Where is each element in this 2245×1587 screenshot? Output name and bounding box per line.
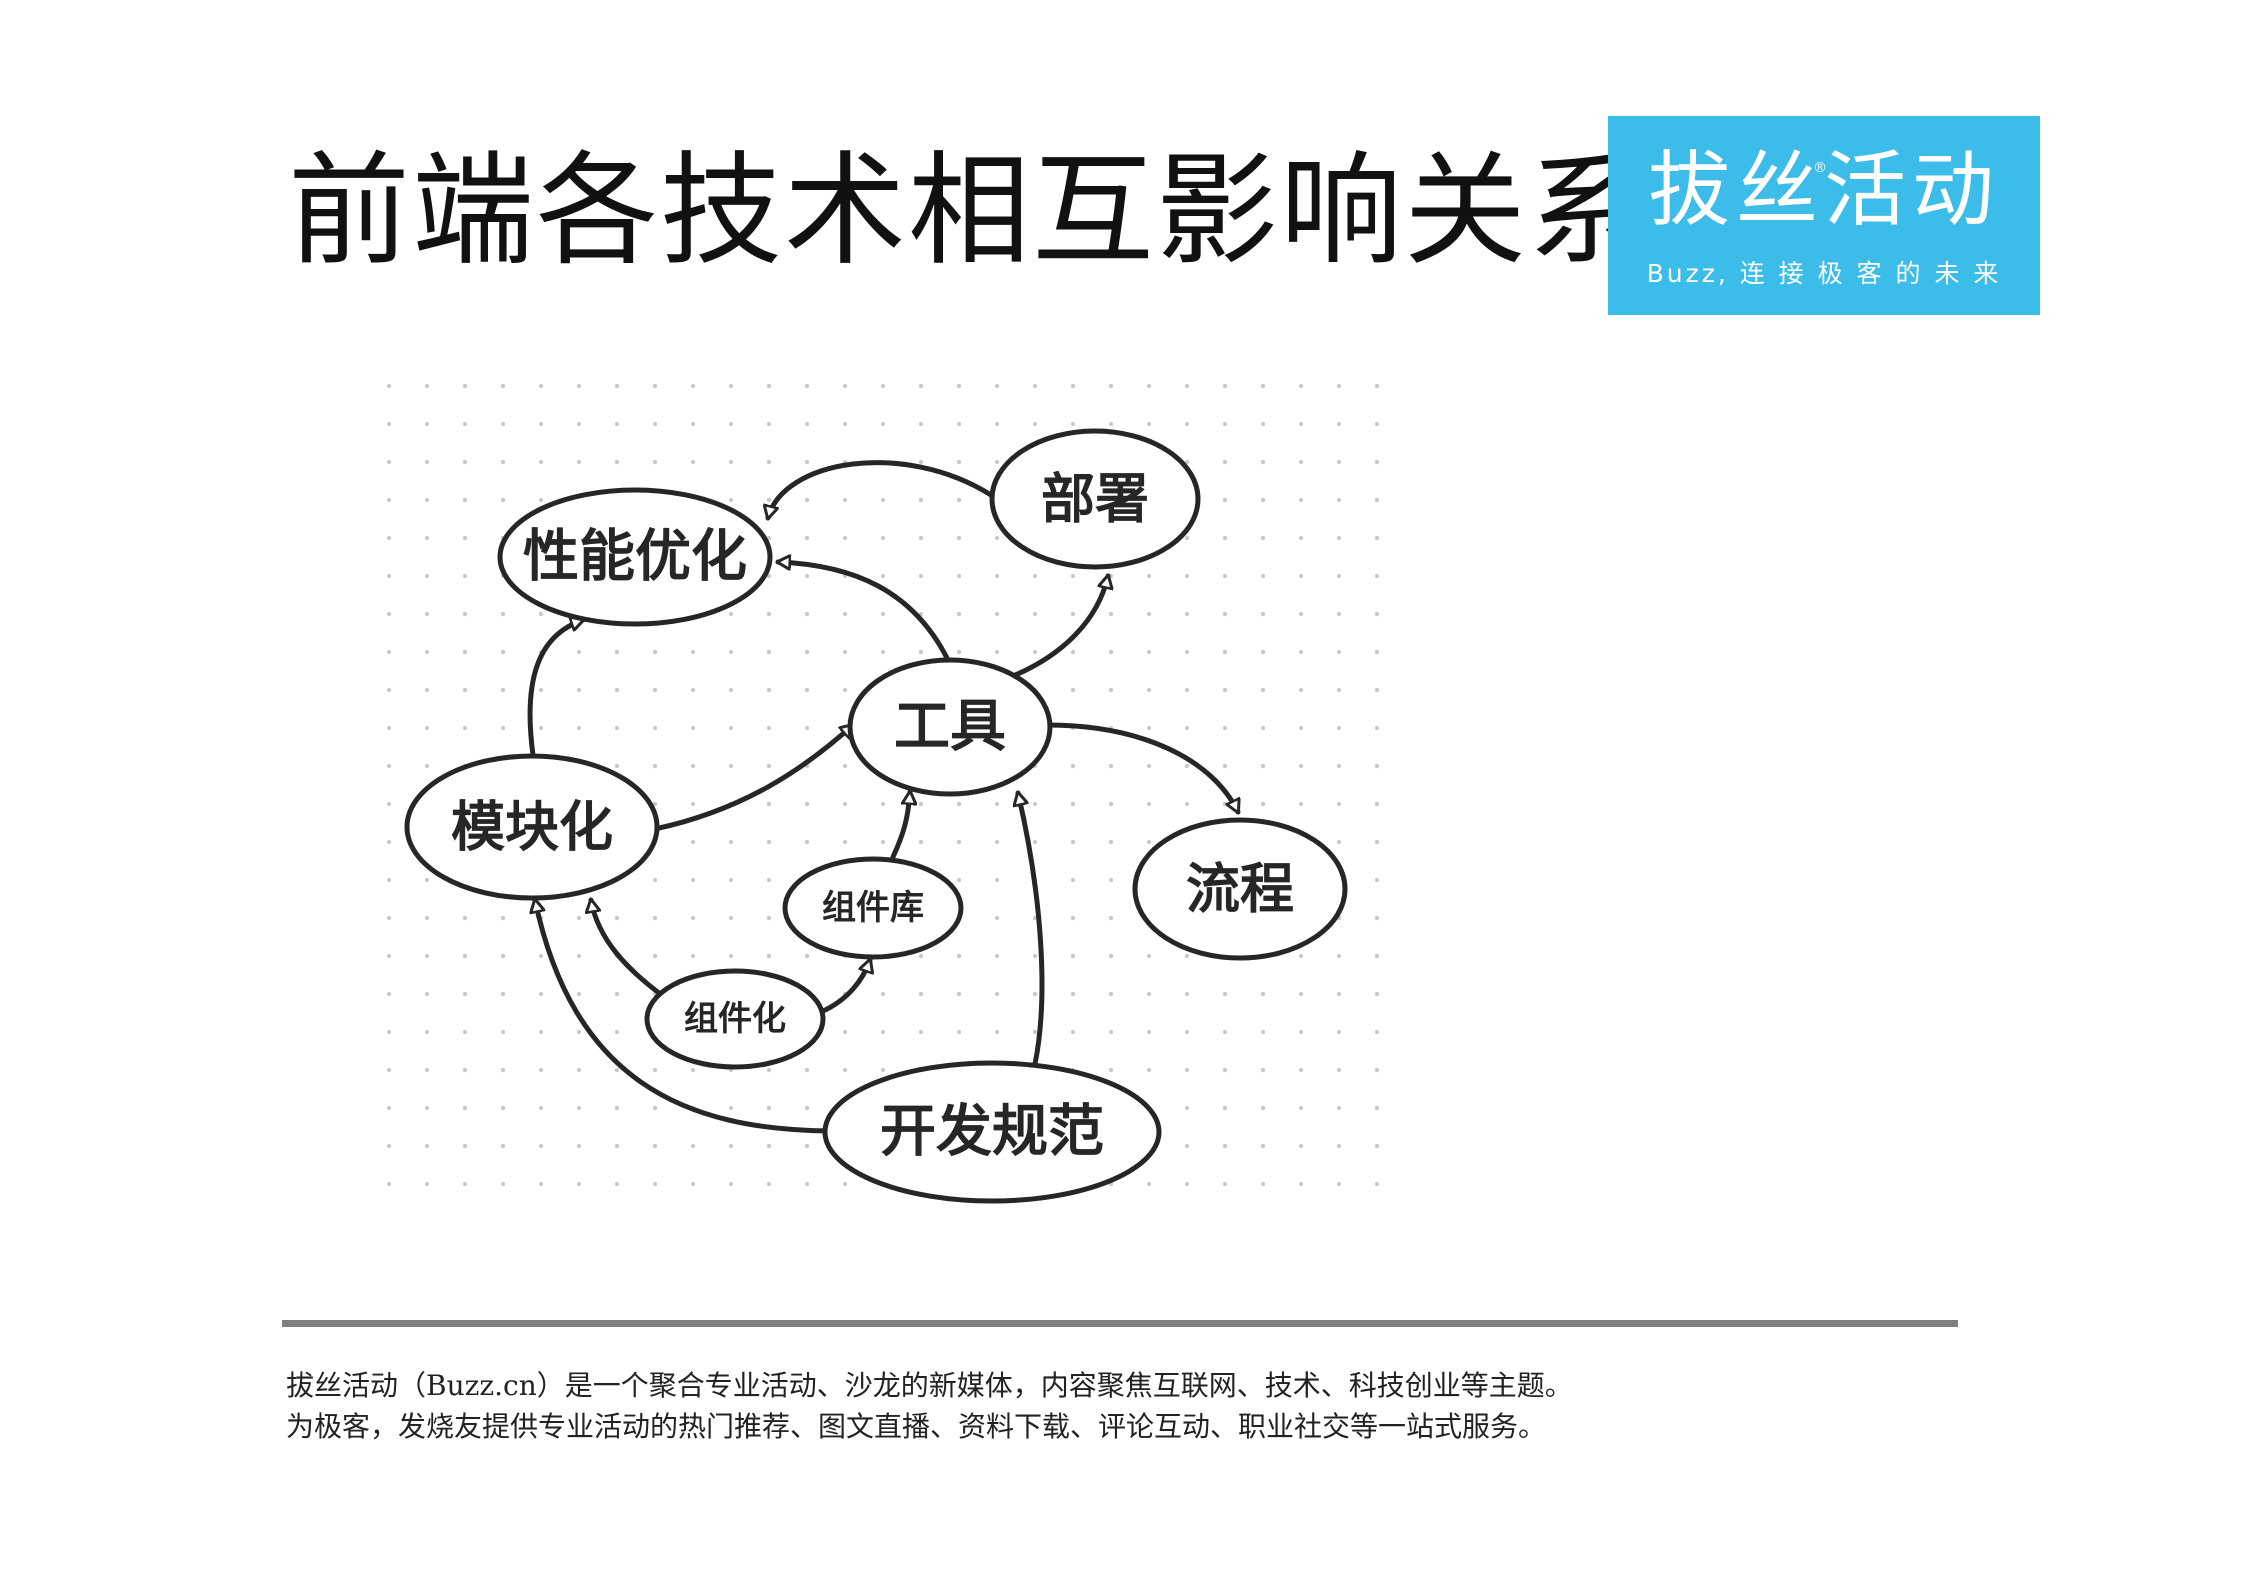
- node-ellipse: [822, 1060, 1162, 1204]
- arrow-tools-to-process: [1044, 722, 1238, 815]
- node-ellipse: [847, 657, 1053, 797]
- node-label: 性能优化: [523, 525, 747, 590]
- arrow-dev_spec-to-modular: [535, 897, 834, 1134]
- node-dev_spec: 开发规范: [822, 1060, 1162, 1204]
- node-label: 流程: [1186, 858, 1294, 921]
- node-label: 组件化: [684, 999, 786, 1039]
- node-deploy: 部署: [989, 428, 1201, 570]
- arrow-modular-to-tools: [652, 722, 856, 832]
- node-tools: 工具: [847, 657, 1053, 797]
- footer-description: 拔丝活动（Buzz.cn）是一个聚合专业活动、沙龙的新媒体，内容聚焦互联网、技术…: [286, 1365, 1986, 1447]
- footer-line-1: 拔丝活动（Buzz.cn）是一个聚合专业活动、沙龙的新媒体，内容聚焦互联网、技术…: [286, 1369, 1573, 1402]
- buzz-logo: 拔丝活动 ® Buzz, 连 接 极 客 的 未 来: [1608, 116, 2040, 315]
- node-label: 开发规范: [880, 1100, 1104, 1165]
- node-componentize: 组件化: [644, 968, 826, 1070]
- node-process: 流程: [1132, 817, 1348, 961]
- tech-relationship-diagram: 性能优化 部署工具模块化流程 组件库组件化开发规范: [383, 380, 1403, 1220]
- footer-line-2: 为极客，发烧友提供专业活动的热门推荐、图文直播、资料下载、评论互动、职业社交等一…: [286, 1410, 1547, 1443]
- arrow-comp_lib-to-tools: [890, 789, 910, 860]
- node-label: 工具: [894, 695, 1006, 760]
- arrow-tools-to-perf: [775, 562, 951, 663]
- node-label: 部署: [1041, 468, 1149, 531]
- registered-mark: ®: [1813, 160, 1827, 176]
- arrow-deploy-to-perf: [768, 460, 994, 521]
- footer-divider: [282, 1320, 1958, 1327]
- node-ellipse: [644, 968, 826, 1070]
- arrow-tools-to-deploy: [1010, 573, 1108, 679]
- arrow-modular-to-perf: [527, 620, 586, 758]
- page-title: 前端各技术相互影响关系: [288, 140, 1652, 282]
- node-comp_lib: 组件库: [782, 856, 964, 960]
- arrow-componentize-to-comp_lib: [818, 957, 870, 1015]
- node-label: 模块化: [451, 796, 613, 859]
- node-label: 组件库: [822, 888, 924, 928]
- arrow-componentize-to-modular: [591, 897, 666, 999]
- node-perf: 性能优化: [497, 487, 773, 627]
- node-ellipse: [1132, 817, 1348, 961]
- node-modular: 模块化: [404, 753, 660, 901]
- node-ellipse: [404, 753, 660, 901]
- logo-background: [1608, 116, 2040, 315]
- node-ellipse: [782, 856, 964, 960]
- logo-tagline: Buzz, 连 接 极 客 的 未 来: [1646, 259, 2002, 288]
- logo-text: 拔丝活动: [1647, 143, 2000, 238]
- node-ellipse: [989, 428, 1201, 570]
- arrow-dev_spec-to-tools: [1018, 790, 1045, 1067]
- node-ellipse: [497, 487, 773, 627]
